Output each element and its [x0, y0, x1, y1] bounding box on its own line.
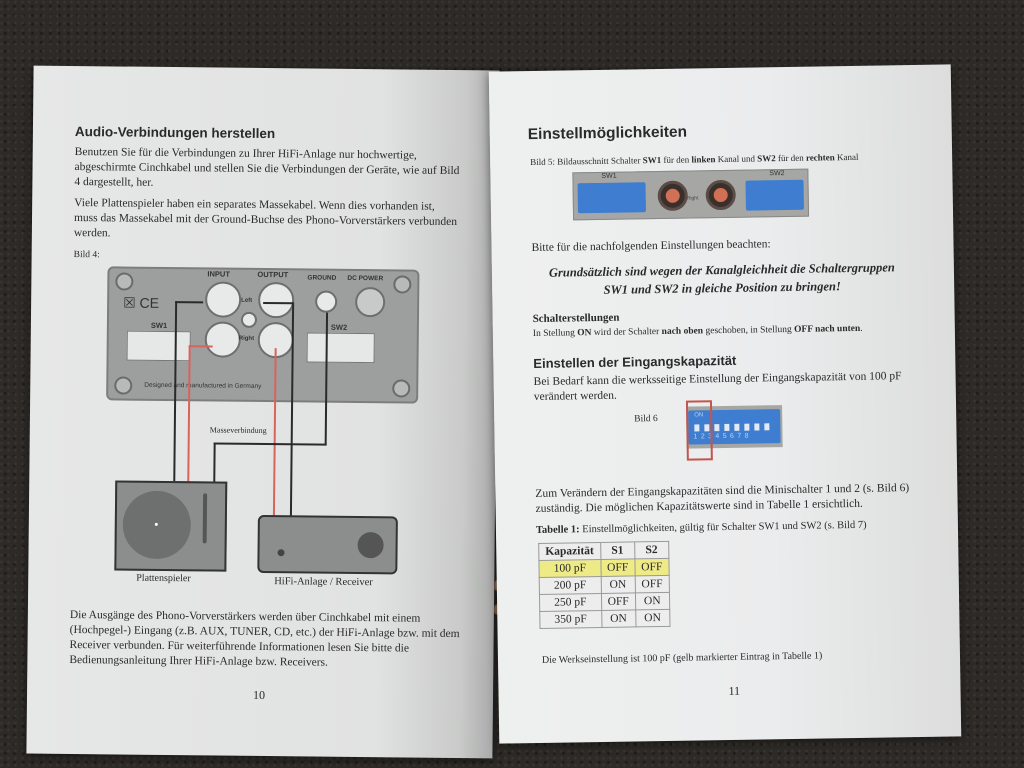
tonearm-icon [202, 493, 208, 544]
spindle [154, 522, 158, 526]
dip-lever [754, 423, 760, 431]
output-label: OUTPUT [257, 269, 289, 280]
figure-label: Bild 4: [73, 250, 100, 261]
dc-power-label: DC POWER [347, 274, 384, 283]
ground-label: GROUND [307, 274, 337, 282]
cell-s1: ON [601, 609, 636, 628]
paragraph-cables: Benutzen Sie für die Verbindungen zu Ihr… [74, 146, 460, 189]
weee-ce-icon: ☒ CE [123, 294, 160, 311]
cell-s2: ON [635, 592, 670, 610]
cell-capacitance: 350 pF [539, 610, 602, 629]
cell-capacitance: 250 pF [539, 593, 602, 612]
rca-jack-icon [705, 179, 736, 211]
receiver-illustration [257, 514, 398, 575]
figure6-photo: ON 12345678 [685, 400, 783, 461]
screw-icon [392, 379, 411, 398]
sw1-dip-switch [577, 182, 646, 214]
sw2-label: SW2 [769, 170, 785, 178]
note-intro: Bitte für die nachfolgenden Einstellunge… [531, 238, 771, 255]
capacitance-table: Kapazität S1 S2 100 pF OFF OFF 200 pF ON… [538, 540, 671, 629]
table-row: 200 pF ON OFF [539, 575, 670, 595]
cell-capacitance: 200 pF [539, 576, 602, 595]
sw2-window [306, 332, 375, 364]
section-heading: Audio-Verbindungen herstellen [74, 124, 276, 142]
right-label: Right [238, 335, 255, 342]
paragraph-ground: Viele Plattenspieler haben ein separates… [73, 197, 458, 240]
wire-ground [213, 442, 216, 484]
wire-output-left [263, 301, 294, 305]
figure6-label: Bild 6 [634, 414, 658, 425]
switch-positions-text: In Stellung ON wird der Schalter nach ob… [532, 323, 863, 340]
screw-icon [115, 272, 134, 291]
rca-jack-icon [657, 180, 688, 212]
wire-output-right [272, 348, 277, 518]
receiver-label: HiFi-Anlage / Receiver [274, 576, 373, 589]
page-10: Audio-Verbindungen herstellen Benutzen S… [26, 65, 500, 759]
important-note: Grundsätzlich sind wegen der Kanalgleich… [532, 258, 913, 300]
screw-icon [114, 376, 133, 395]
factory-setting-note: Die Werkseinstellung ist 100 pF (gelb ma… [541, 650, 823, 666]
cell-capacitance: 100 pF [538, 559, 601, 578]
dc-power-jack [355, 286, 386, 318]
turntable-label: Plattenspieler [136, 572, 191, 585]
cell-s1: OFF [601, 592, 636, 611]
table-row: 350 pF ON ON [539, 609, 670, 629]
section-heading: Einstellmöglichkeiten [527, 123, 688, 144]
paragraph-outputs: Die Ausgänge des Phono-Vorverstärkers we… [69, 608, 460, 669]
preamp-back-panel: ☒ CE INPUT OUTPUT GROUND DC POWER Left R… [106, 266, 420, 404]
cell-s1: ON [600, 575, 636, 594]
right-label: Right [686, 195, 699, 202]
sw1-window [126, 330, 191, 362]
table-caption: Tabelle 1: Einstellmöglichkeiten, gültig… [535, 519, 867, 536]
switch-positions-heading: Schalterstellungen [532, 311, 620, 326]
input-right-jack [204, 321, 241, 358]
header-s1: S1 [600, 541, 635, 560]
input-left-jack [204, 281, 242, 318]
ground-terminal [315, 290, 338, 313]
sw1-label: SW1 [150, 320, 168, 330]
cell-s2: OFF [634, 558, 669, 576]
page-number: 10 [252, 687, 266, 703]
sw2-dip-switch [745, 179, 804, 211]
wire-input-right [188, 345, 213, 348]
dip-lever [714, 424, 720, 432]
ground-connection-label: Masseverbindung [209, 425, 267, 436]
table-header-row: Kapazität S1 S2 [538, 541, 669, 561]
capacitance-heading: Einstellen der Eingangskapazität [533, 352, 737, 372]
page-number: 11 [728, 683, 741, 698]
cell-s1: OFF [600, 558, 635, 577]
change-paragraph: Zum Verändern der Eingangskapazitäten si… [535, 482, 910, 515]
screw-icon [393, 275, 412, 294]
cell-s2: OFF [634, 575, 670, 593]
panel-footer-text: Designed and manufactured in Germany [144, 381, 262, 390]
wire-ground [213, 442, 327, 446]
sw2-label: SW2 [330, 322, 348, 332]
switch-1-2-highlight-box [685, 400, 713, 461]
sw1-label: SW1 [601, 172, 617, 180]
output-left-jack [257, 281, 295, 319]
input-label: INPUT [207, 269, 230, 279]
dip-lever [764, 423, 770, 431]
dip-lever [734, 423, 740, 431]
header-capacitance: Kapazität [538, 542, 601, 561]
figure5-photo: SW1 Right SW2 [572, 168, 810, 221]
cell-s2: ON [635, 609, 670, 627]
turntable-illustration [114, 480, 228, 572]
capacitance-paragraph: Bei Bedarf kann die werksseitige Einstel… [533, 370, 902, 404]
table-row: 250 pF OFF ON [539, 592, 670, 612]
small-jack [240, 311, 258, 328]
dip-lever [744, 423, 750, 431]
page-11: Einstellmöglichkeiten Bild 5: Bildaussch… [488, 64, 962, 744]
dip-lever [724, 423, 730, 432]
header-s2: S2 [634, 541, 669, 559]
left-label: Left [241, 297, 253, 304]
wire-input-right [187, 345, 191, 484]
volume-knob-icon [357, 531, 384, 559]
figure5-caption: Bild 5: Bildausschnitt Schalter SW1 für … [530, 151, 859, 168]
table-row: 100 pF OFF OFF [538, 558, 669, 578]
power-led [277, 549, 285, 557]
wire-input-left [175, 301, 204, 304]
